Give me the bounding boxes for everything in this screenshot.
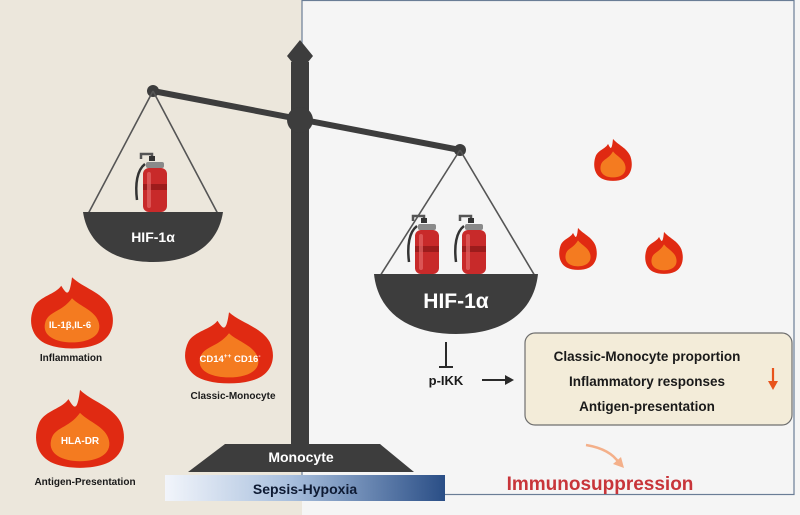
left-pan-label: HIF-1α — [131, 229, 175, 245]
left-pan-string — [152, 90, 219, 215]
left-pan-string — [87, 90, 154, 215]
right-pan-string — [379, 149, 461, 277]
right-panel-background — [302, 0, 800, 515]
arrow-right-icon — [505, 375, 514, 385]
p-ikk-label: p-IKK — [429, 373, 464, 388]
scale-pillar — [291, 62, 309, 455]
flame-classic-monocyte: CD14++ CD16- Classic-Monocyte — [185, 312, 276, 402]
sepsis-hypoxia-label: Sepsis-Hypoxia — [253, 481, 357, 497]
scale-base — [188, 444, 414, 472]
monocyte-label: Monocyte — [268, 449, 334, 465]
right-pan-string — [459, 149, 536, 277]
right-pan-bowl — [374, 274, 538, 334]
effects-box — [524, 332, 793, 426]
curved-arrow-icon — [585, 443, 624, 468]
right-pan-label: HIF-1α — [423, 290, 489, 313]
immunosuppression-label: Immunosuppression — [507, 474, 694, 495]
flame-antigen-presentation: HLA-DR Antigen-Presentation — [34, 389, 136, 488]
flame-label: IL-1β,IL-6 — [49, 320, 91, 331]
scale-pivot — [287, 107, 313, 133]
flame-caption: Classic-Monocyte — [190, 391, 275, 402]
effect-line: Classic-Monocyte proportion — [554, 349, 741, 364]
effect-line: Antigen-presentation — [579, 399, 715, 414]
sepsis-hypoxia-bar — [165, 475, 445, 501]
down-arrow-icon — [768, 368, 778, 390]
flame-label: CD14++ CD16- — [200, 353, 261, 365]
flame-inflammation: IL-1β,IL-6 Inflammation — [31, 277, 113, 364]
right-pan: HIF-1α — [374, 149, 538, 334]
left-pan-bowl — [83, 212, 223, 262]
flame-caption: Antigen-Presentation — [34, 477, 135, 488]
effect-line: Inflammatory responses — [569, 374, 725, 389]
balance-scale — [147, 40, 466, 472]
flame-caption: Inflammation — [40, 353, 102, 364]
left-pan: HIF-1α — [83, 90, 223, 262]
flame-label: HLA-DR — [61, 436, 100, 447]
